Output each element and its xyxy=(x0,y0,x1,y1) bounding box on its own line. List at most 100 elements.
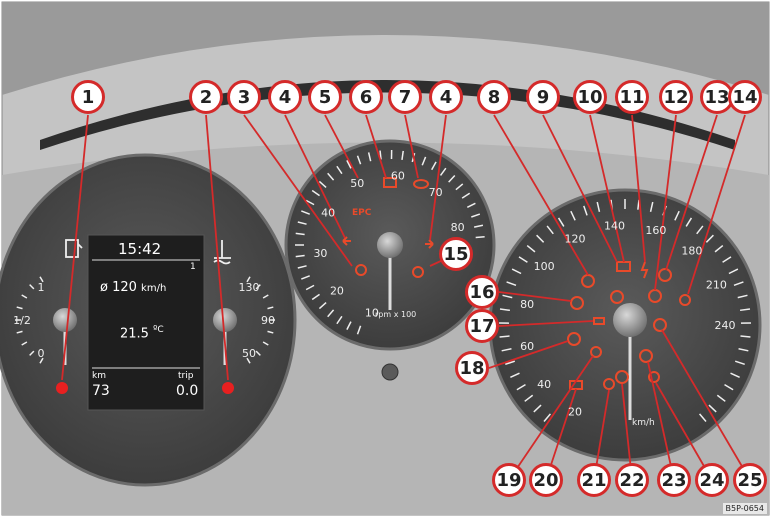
coolant-hub xyxy=(213,308,237,332)
scale-tick xyxy=(649,201,654,213)
leader-lines xyxy=(61,114,751,481)
callout-3: 3 xyxy=(227,80,261,114)
callout-24: 24 xyxy=(695,463,729,497)
speedometer-scale-label: 20 xyxy=(568,406,582,419)
fuel-hub xyxy=(53,308,77,332)
scale-tick xyxy=(466,202,476,208)
scale-tick xyxy=(21,294,28,299)
scale-tick xyxy=(596,201,601,213)
scale-tick xyxy=(543,413,552,423)
tachometer-scale-label: 50 xyxy=(350,177,364,190)
scale-tick xyxy=(267,330,274,334)
speedometer-scale-label: 80 xyxy=(520,298,534,311)
scale-tick xyxy=(297,221,307,225)
callout-4: 4 xyxy=(268,80,302,114)
fog-lamp xyxy=(355,264,367,276)
fuel-scale-label: 1 xyxy=(38,281,45,294)
scale-tick xyxy=(737,294,748,299)
airbag-lamp xyxy=(679,294,691,306)
callout-8: 8 xyxy=(477,80,511,114)
scale-tick xyxy=(39,357,44,364)
scale-tick xyxy=(728,268,739,275)
scale-tick xyxy=(502,294,513,299)
scale-tick xyxy=(698,413,707,423)
odometer-value: 73 xyxy=(92,383,110,399)
scale-tick xyxy=(367,152,372,162)
scale-tick xyxy=(336,165,343,175)
scale-tick xyxy=(696,225,704,235)
scale-tick xyxy=(722,256,732,263)
temperature-unit: ºC xyxy=(153,325,164,335)
headlight-lamp xyxy=(383,177,397,188)
callout-6: 6 xyxy=(349,80,383,114)
speedometer-scale-label: 210 xyxy=(706,278,727,291)
callout-20: 20 xyxy=(529,463,563,497)
scale-tick xyxy=(301,210,310,215)
tachometer-scale-label: 20 xyxy=(330,285,344,298)
scale-tick xyxy=(708,404,717,413)
coolant-scale-label: 130 xyxy=(239,281,260,294)
scale-tick xyxy=(501,348,512,352)
scale-tick xyxy=(473,224,484,228)
gear-indicator: 1 xyxy=(190,262,196,272)
tachometer-scale-label: 70 xyxy=(429,186,443,199)
tachometer-scale-label: 30 xyxy=(313,247,327,260)
callout-18: 18 xyxy=(455,351,489,385)
scale-tick xyxy=(557,217,565,227)
image-reference: B5P-0654 xyxy=(722,503,767,514)
callout-5: 5 xyxy=(308,80,342,114)
callout-22: 22 xyxy=(615,463,649,497)
scale-tick xyxy=(738,348,749,352)
scale-tick xyxy=(327,309,335,318)
speedometer-scale-label: 160 xyxy=(645,224,666,237)
scale-tick xyxy=(716,394,726,402)
indicator-15-lamp xyxy=(412,266,424,278)
average-speed-value: ø 120 xyxy=(100,280,137,295)
fuel-reserve-lamp xyxy=(56,382,68,394)
callout-11: 11 xyxy=(615,80,649,114)
fuel-pump-icon xyxy=(65,239,83,258)
scale-tick xyxy=(516,383,526,391)
cluster-hood xyxy=(2,2,769,95)
callout-19: 19 xyxy=(492,463,526,497)
scale-tick xyxy=(740,335,751,338)
scale-tick xyxy=(570,210,576,221)
scale-tick xyxy=(455,183,464,191)
scale-tick xyxy=(29,350,35,356)
scale-tick xyxy=(401,150,404,160)
oil-lamp xyxy=(593,317,605,325)
scale-tick xyxy=(505,360,516,366)
trip-label: trip xyxy=(178,371,194,381)
indicator-11-lamp xyxy=(640,261,649,279)
indicator-21-lamp xyxy=(603,378,615,390)
tachometer-scale-label: 40 xyxy=(321,206,335,219)
scale-tick xyxy=(499,335,510,338)
scale-tick xyxy=(431,161,437,171)
scale-tick xyxy=(295,232,305,236)
low-beam-lamp xyxy=(413,179,429,189)
scale-tick xyxy=(705,234,714,243)
scale-tick xyxy=(526,244,536,253)
scale-tick xyxy=(499,308,511,312)
coolant-lamp xyxy=(222,382,234,394)
scale-tick xyxy=(295,254,305,258)
scale-tick xyxy=(346,160,352,169)
indicator-13-lamp xyxy=(658,268,672,282)
scale-tick xyxy=(255,350,261,356)
scale-tick xyxy=(301,275,310,280)
scale-tick xyxy=(255,284,261,290)
scale-tick xyxy=(16,306,23,310)
callout-12: 12 xyxy=(659,80,693,114)
scale-tick xyxy=(583,205,588,216)
scale-tick xyxy=(311,293,320,301)
rpm-hub xyxy=(377,232,403,258)
speedometer-scale-label: 40 xyxy=(537,378,551,391)
speedometer-unit: km/h xyxy=(632,418,655,428)
scale-tick xyxy=(510,372,520,379)
scale-tick xyxy=(524,394,534,402)
tachometer-scale-label: 80 xyxy=(451,221,465,234)
scale-tick xyxy=(518,256,528,263)
scale-tick xyxy=(39,276,44,283)
fuel-scale-label: 1/2 xyxy=(13,314,31,327)
